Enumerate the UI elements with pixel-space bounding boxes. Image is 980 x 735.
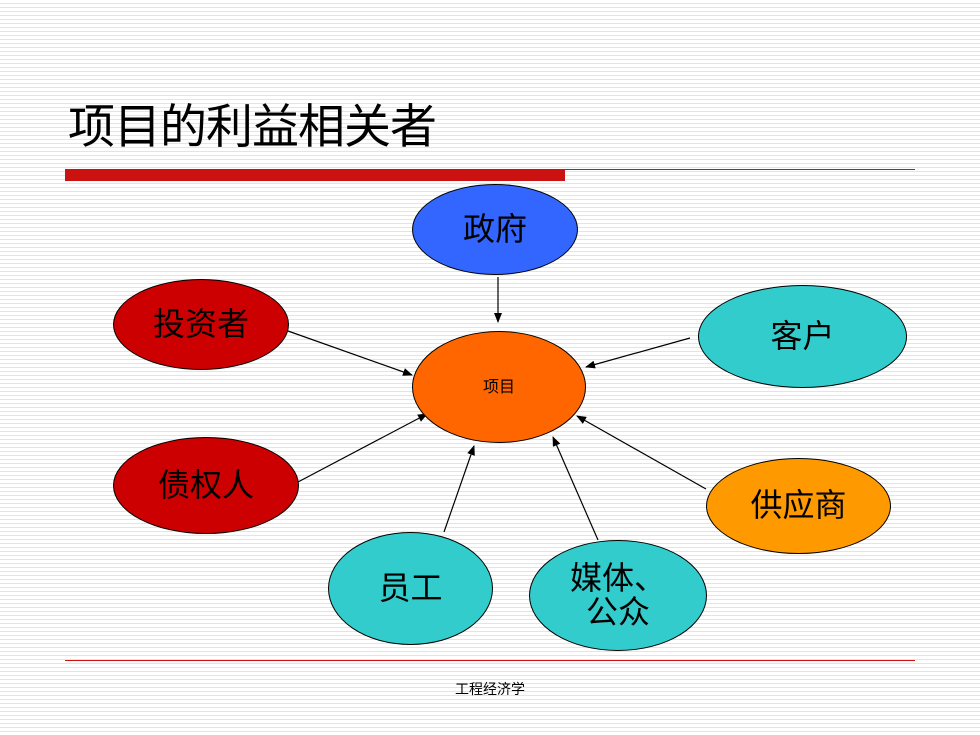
node-investor: 投资者 bbox=[113, 279, 289, 370]
footer-rule bbox=[65, 660, 915, 661]
slide-title: 项目的利益相关者 bbox=[68, 100, 437, 155]
node-customer: 客户 bbox=[698, 285, 907, 388]
node-investor-label: 投资者 bbox=[152, 304, 249, 343]
node-government: 政府 bbox=[412, 184, 578, 275]
node-supplier: 供应商 bbox=[706, 458, 891, 554]
arrow-investor bbox=[287, 330, 413, 376]
arrow-customer bbox=[585, 337, 691, 369]
arrow-employee bbox=[443, 445, 475, 533]
node-government-label: 政府 bbox=[462, 209, 527, 248]
node-creditor-label: 债权人 bbox=[157, 465, 254, 504]
node-project: 项目 bbox=[412, 331, 586, 443]
arrow-creditor bbox=[297, 413, 428, 483]
title-underline-thick bbox=[65, 169, 565, 181]
node-media: 媒体、 公众 bbox=[529, 540, 707, 651]
arrow-media bbox=[552, 436, 599, 541]
footer-text: 工程经济学 bbox=[455, 682, 525, 698]
node-media-label: 媒体、 公众 bbox=[569, 558, 666, 631]
node-project-label: 项目 bbox=[482, 376, 515, 396]
arrow-supplier bbox=[576, 415, 707, 490]
node-employee-label: 员工 bbox=[378, 568, 443, 607]
node-creditor: 债权人 bbox=[113, 437, 299, 534]
node-employee: 员工 bbox=[328, 532, 493, 645]
node-customer-label: 客户 bbox=[770, 316, 835, 355]
title-underline-thin bbox=[565, 169, 915, 170]
node-supplier-label: 供应商 bbox=[750, 486, 847, 525]
